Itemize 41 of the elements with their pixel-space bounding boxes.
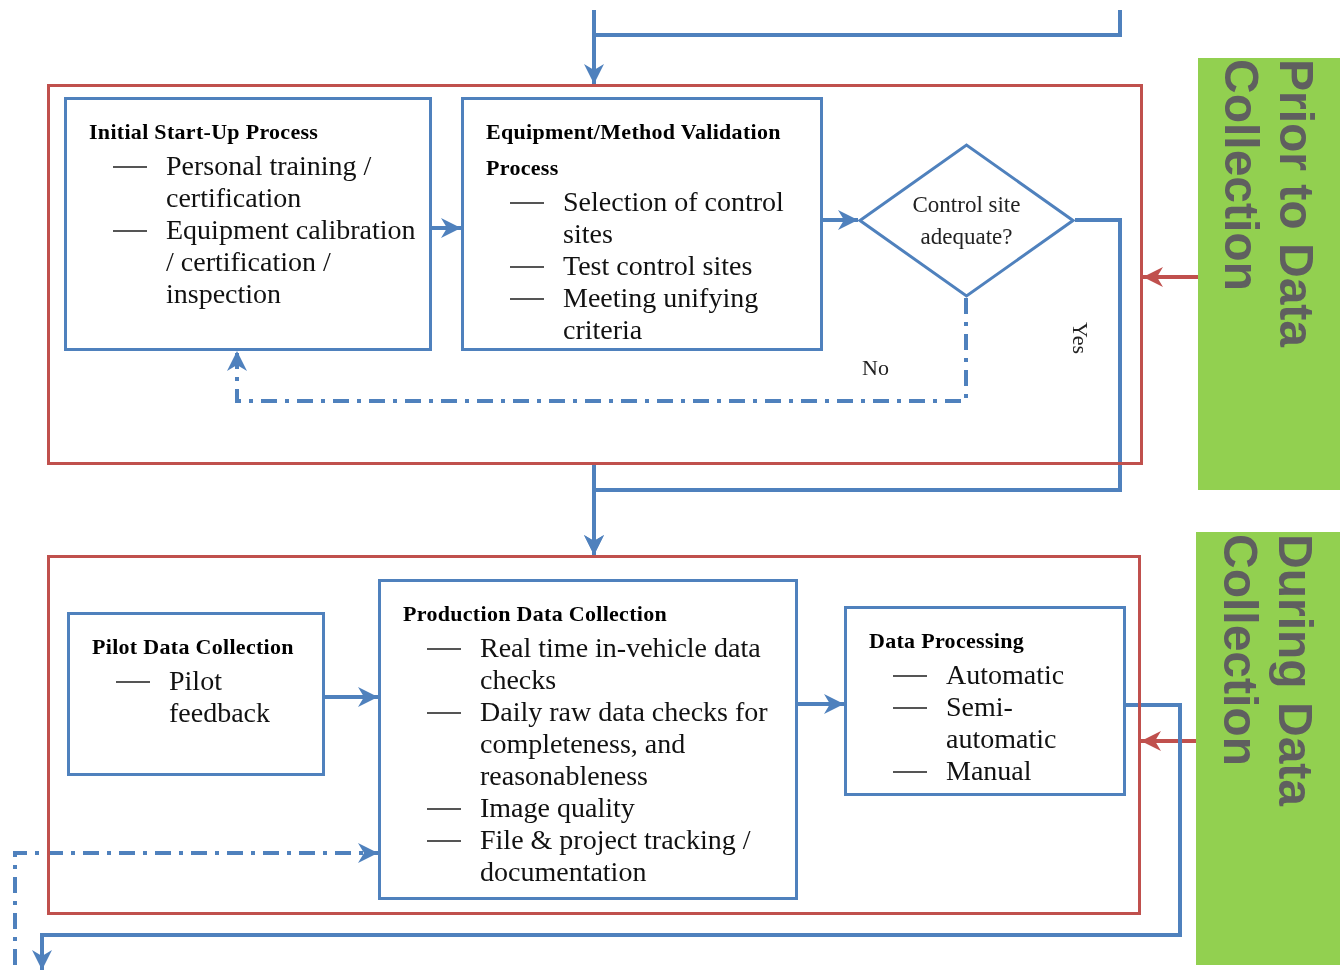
box-heading: Production Data Collection [403, 600, 669, 628]
process-box [64, 97, 432, 351]
list-item: Daily raw data checks for completeness, and reasonableness [480, 696, 769, 792]
process-box [461, 97, 823, 351]
list-item: Real time in-vehicle data checks [480, 632, 762, 696]
list-item: Manual [946, 755, 1032, 787]
list-item: Personal training / certification [166, 150, 373, 214]
arrow [584, 465, 604, 555]
decision-text: Control site adequate? [911, 190, 1022, 251]
arrow [32, 703, 1182, 970]
dashed-arrow [227, 298, 968, 403]
box-heading: Data Processing [869, 627, 1026, 655]
process-box [67, 612, 325, 776]
box-heading: Equipment/Method Validation Process [486, 118, 782, 182]
arrow [798, 694, 844, 714]
stage-box [1196, 532, 1340, 965]
list-item: Semi-automatic [946, 691, 1058, 755]
arrow [432, 218, 461, 238]
group-panel [47, 555, 1141, 915]
list-item: Image quality [480, 792, 635, 824]
arrow [1141, 731, 1196, 751]
list-item: Pilot feedback [169, 665, 272, 729]
box-heading: Initial Start-Up Process [89, 118, 320, 146]
list-item: File & project tracking / documentation [480, 824, 752, 888]
list-item: Meeting unifying criteria [563, 282, 760, 346]
group-panel [47, 84, 1143, 465]
box-heading: Pilot Data Collection [92, 633, 295, 661]
arrow [325, 687, 378, 707]
list-item: Test control sites [563, 250, 753, 282]
stage-box [1198, 58, 1340, 490]
list-item: Automatic [946, 659, 1065, 691]
stage-label: Prior to Data Collection [1214, 59, 1325, 350]
list-item: Selection of control sites [563, 186, 785, 250]
arrow [823, 210, 858, 230]
arrow [584, 8, 1122, 86]
dashed-arrow [13, 843, 378, 965]
process-box [844, 606, 1126, 796]
process-box [378, 579, 798, 900]
stage-label: During Data Collection [1213, 533, 1324, 809]
arrow [1143, 267, 1198, 287]
list-item: Equipment calibration / certification / inspection [166, 214, 417, 310]
